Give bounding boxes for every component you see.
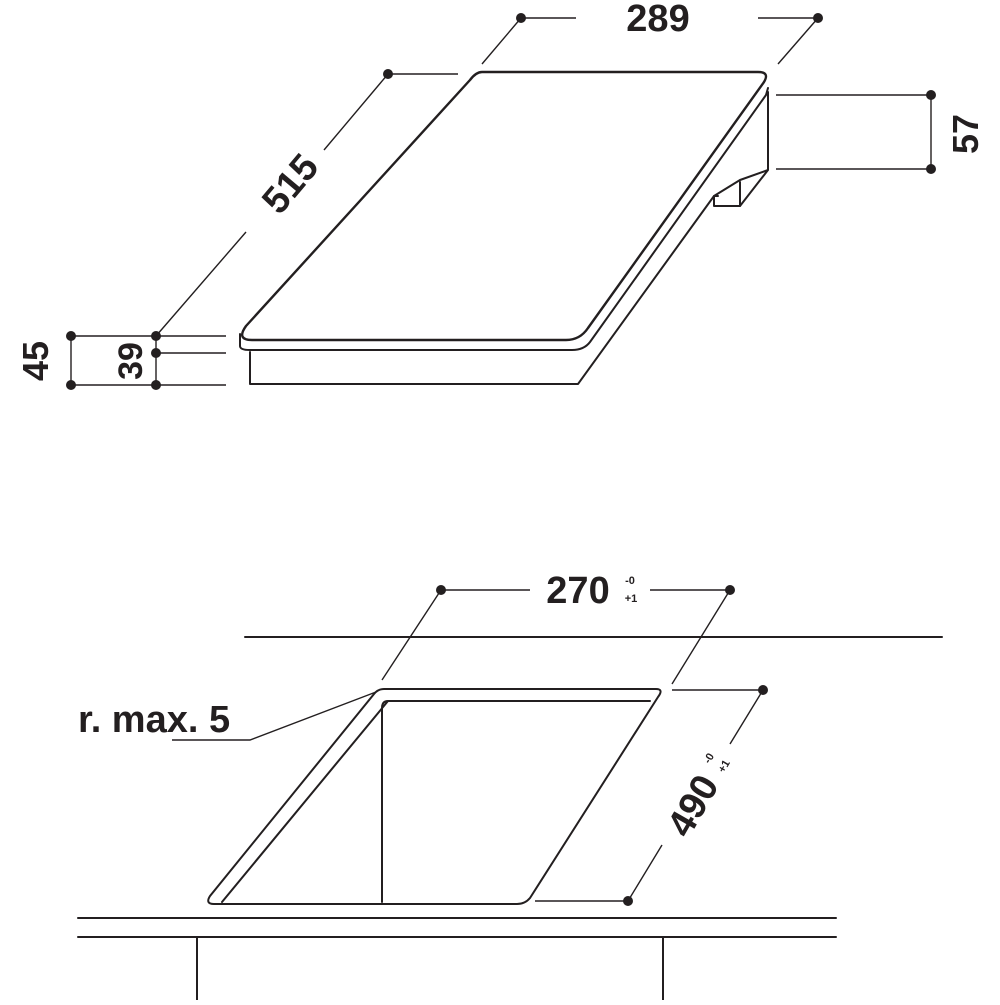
dimension-515: 515 <box>155 69 458 337</box>
hob-housing <box>249 195 719 385</box>
dimension-57: 57 <box>776 90 986 174</box>
depth-515-label: 515 <box>254 147 327 223</box>
cutout-inner-edge <box>221 700 651 903</box>
side-39-label: 39 <box>112 342 150 380</box>
radius-label: r. max. 5 <box>78 699 230 741</box>
cutout-opening <box>207 688 662 905</box>
width-270-tol-plus: +1 <box>625 593 638 605</box>
worktop <box>77 636 943 1001</box>
depth-490-label: 490 <box>660 768 728 844</box>
radius-callout: r. max. 5 <box>78 691 377 741</box>
width-270-tol-minus: -0 <box>625 575 635 587</box>
dimension-45-39: 45 39 <box>15 331 226 390</box>
height-57-label: 57 <box>945 114 986 154</box>
width-270-label: 270 <box>546 570 609 612</box>
depth-490-tol-plus: +1 <box>716 758 733 775</box>
dimension-270: 270 -0 +1 <box>381 570 735 685</box>
depth-490-tol-minus: -0 <box>702 751 717 765</box>
hob-housing-back <box>713 91 769 207</box>
side-45-label: 45 <box>15 341 56 381</box>
width-289-label: 289 <box>626 0 689 40</box>
hob-glass-top <box>240 70 768 342</box>
cutout-outer-edge <box>207 688 662 905</box>
dimension-490: 490 -0 +1 <box>535 685 768 906</box>
hob-body <box>239 70 769 385</box>
dimension-289: 289 <box>481 0 823 65</box>
hob-glass-edge <box>239 87 769 351</box>
